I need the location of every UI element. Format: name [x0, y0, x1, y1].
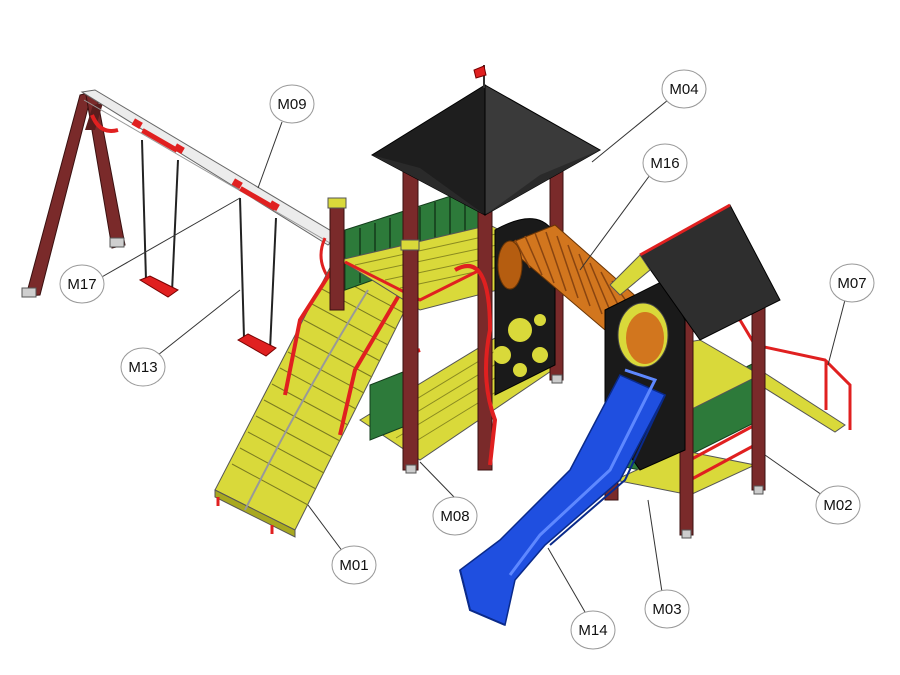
callout-label: M04 — [669, 81, 698, 98]
callout-m08: M08 — [432, 496, 478, 536]
callout-m17: M17 — [59, 264, 105, 304]
callout-label: M16 — [650, 155, 679, 172]
callout-m07: M07 — [829, 263, 875, 303]
callout-m01: M01 — [331, 545, 377, 585]
callout-label: M03 — [652, 601, 681, 618]
callout-label: M13 — [128, 359, 157, 376]
callout-label: M02 — [823, 497, 852, 514]
ramp — [214, 248, 411, 538]
leader-lines — [99, 99, 846, 613]
callout-label: M17 — [67, 276, 96, 293]
callout-m03: M03 — [644, 589, 690, 629]
callouts: M09 M17 M13 M04 M16 M07 M02 M08 — [59, 69, 875, 650]
callout-label: M01 — [339, 557, 368, 574]
callout-label: M08 — [440, 508, 469, 525]
callout-m16: M16 — [642, 143, 688, 183]
callout-label: M07 — [837, 275, 866, 292]
callout-m02: M02 — [815, 485, 861, 525]
callout-m09: M09 — [269, 84, 315, 124]
callout-label: M14 — [578, 622, 607, 639]
slide — [459, 368, 667, 627]
callout-m14: M14 — [570, 610, 616, 650]
swing-set — [21, 89, 339, 357]
callout-label: M09 — [277, 96, 306, 113]
callout-m13: M13 — [120, 347, 166, 387]
second-tower — [604, 203, 852, 539]
callout-m04: M04 — [661, 69, 707, 109]
